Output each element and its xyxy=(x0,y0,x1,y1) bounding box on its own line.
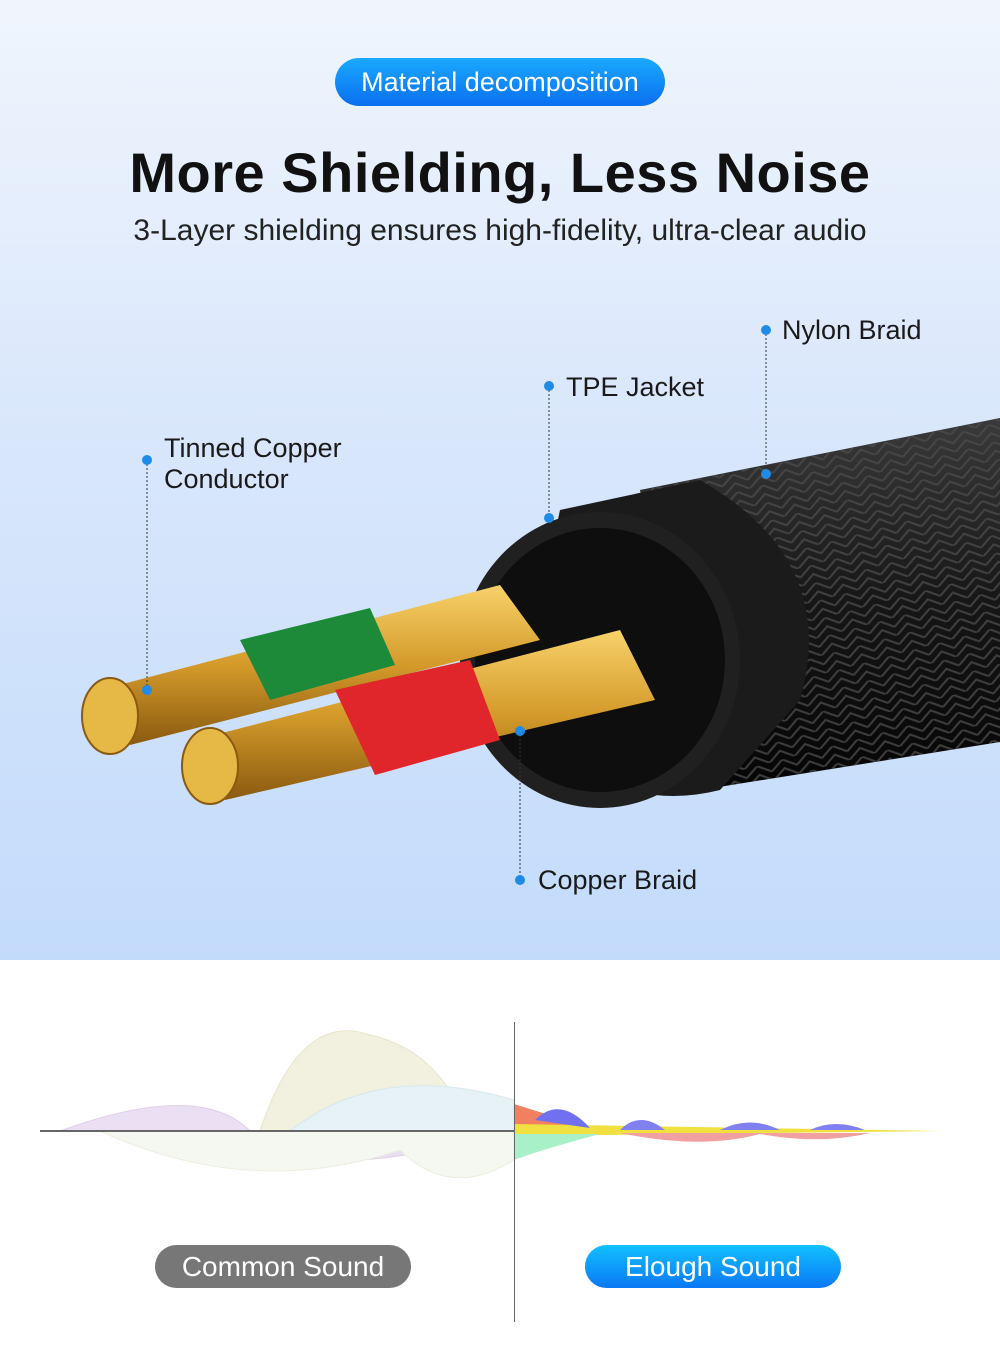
waveform-comparison xyxy=(40,1030,940,1179)
label-copper-braid: Copper Braid xyxy=(538,865,698,895)
page-title: More Shielding, Less Noise xyxy=(129,141,871,204)
elough-sound-badge: Elough Sound xyxy=(585,1245,841,1288)
label-tinned-copper-line2: Conductor xyxy=(164,464,289,494)
elough-waveform xyxy=(514,1104,940,1160)
common-waveform xyxy=(59,1030,515,1179)
common-sound-badge: Common Sound xyxy=(155,1245,411,1288)
leader-lines xyxy=(146,330,767,880)
label-tpe-jacket: TPE Jacket xyxy=(566,372,705,402)
comparison-divider xyxy=(514,1022,515,1322)
section-badge: Material decomposition xyxy=(335,58,665,106)
page-subtitle: 3-Layer shielding ensures high-fidelity,… xyxy=(133,214,867,247)
label-tinned-copper-line1: Tinned Copper xyxy=(164,433,342,463)
marker-dots xyxy=(142,325,771,885)
cable-illustration xyxy=(81,325,1000,885)
red-core xyxy=(181,630,655,805)
label-nylon-braid: Nylon Braid xyxy=(782,315,922,345)
label-tinned-copper: Tinned Copper Conductor xyxy=(164,433,342,495)
green-core xyxy=(81,585,540,755)
